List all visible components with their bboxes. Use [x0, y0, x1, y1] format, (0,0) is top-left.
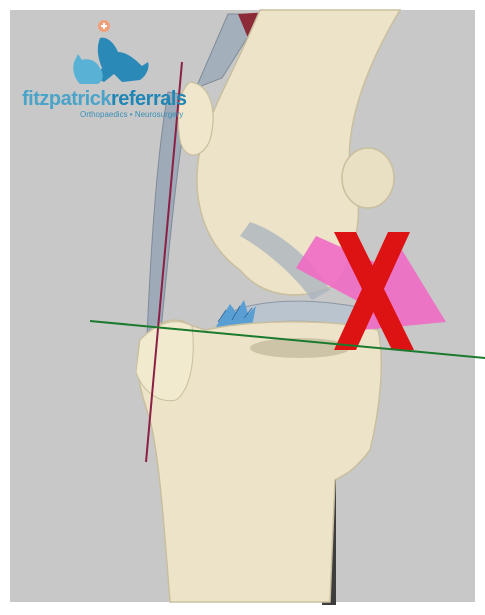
logo-wordmark: fitzpatrickreferrals [22, 88, 187, 111]
logo-tagline: Orthopaedics • Neurosurgery [80, 110, 183, 119]
fabella [342, 148, 394, 208]
logo-name-part1: fitzpatrick [22, 88, 111, 110]
logo-name-part2: referrals [111, 88, 187, 110]
logo-mark [22, 18, 192, 88]
dog-silhouette-icon [96, 38, 149, 82]
brand-logo: fitzpatrickreferrals Orthopaedics • Neur… [22, 18, 192, 128]
cat-silhouette-icon [73, 54, 103, 84]
